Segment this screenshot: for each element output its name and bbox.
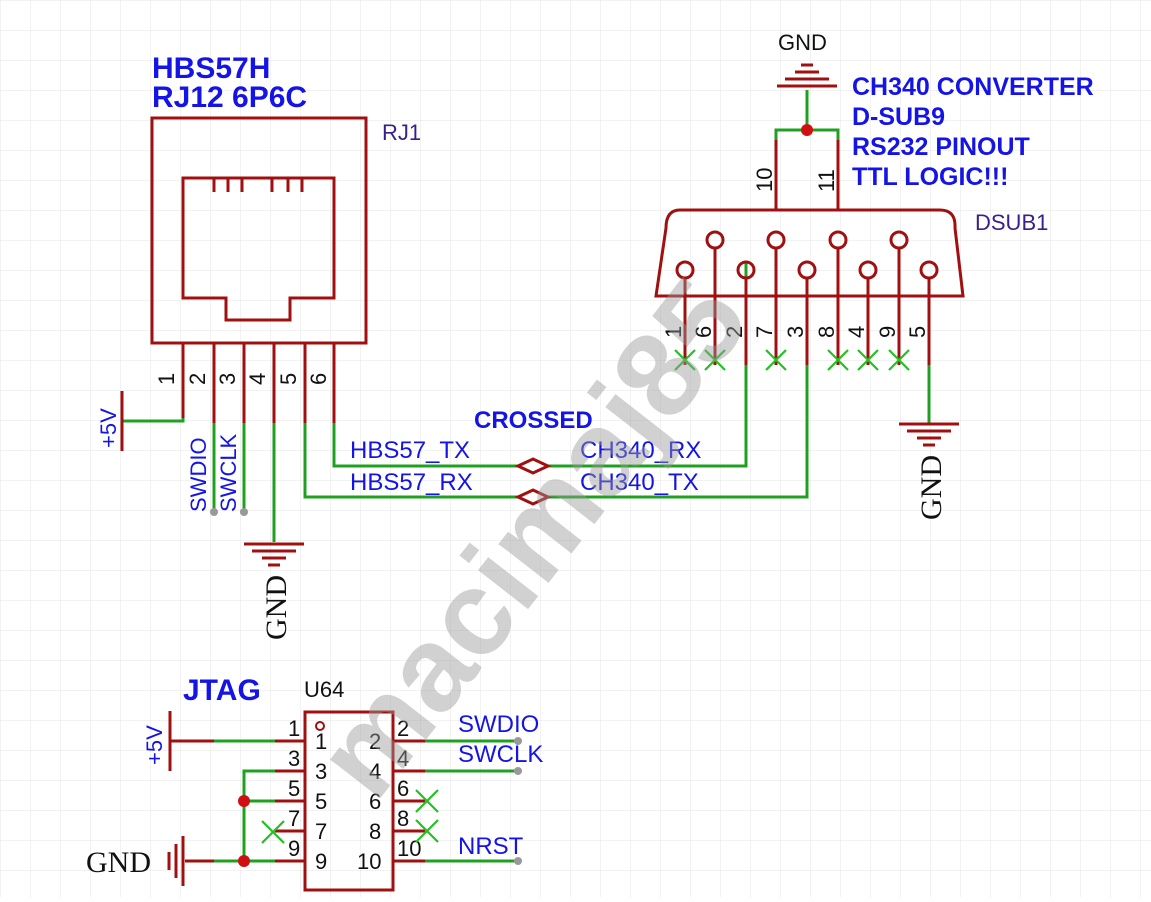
jtag-pin1-marker: [315, 721, 325, 731]
jtag-inner-pin-5: 5: [315, 789, 327, 814]
dsub-pin-9: 9: [875, 326, 900, 338]
rj12-title-line2: RJ12 6P6C: [152, 81, 307, 114]
dsub9-shell: [654, 208, 965, 298]
jtag-right-leads: [393, 739, 425, 863]
jtag-outer-pin-2: 2: [397, 716, 409, 741]
jtag-nrst-dot: [514, 857, 522, 865]
dsub-pin-1: 1: [661, 326, 686, 338]
jtag-inner-pin-2: 2: [369, 729, 381, 754]
hbs57-rx-label: HBS57_RX: [350, 469, 473, 496]
jtag-outer-pin-8: 8: [397, 806, 409, 831]
jtag-nc-marks: [261, 789, 439, 844]
swdio-label-jtag: SWDIO: [458, 711, 539, 738]
rj12-connector[interactable]: [150, 116, 368, 423]
wire-ch340-tx[interactable]: [548, 365, 809, 499]
gnd-label-dsub-top: GND: [778, 30, 827, 55]
dsub-pin-4: 4: [844, 326, 869, 338]
gnd-label-dsub-pin5: GND: [915, 455, 948, 520]
swdio-label-rj: SWDIO: [186, 437, 211, 512]
jtag-inner-pin-10: 10: [357, 849, 381, 874]
jtag-swclk-dot: [514, 767, 522, 775]
jtag-outer-pin-4: 4: [397, 746, 409, 771]
swdio-netlabel-dot: [210, 508, 218, 516]
rj12-socket-outline: [181, 176, 336, 322]
dsub-nc-marks: [674, 349, 910, 371]
rj12-pin-1: 1: [154, 373, 179, 385]
jtag-inner-pin-9: 9: [315, 849, 327, 874]
junction-jtag-5: [238, 795, 250, 807]
dsub-pin-10: 10: [752, 168, 777, 192]
jtag-inner-pin-1: 1: [315, 729, 327, 754]
dsub-ref: DSUB1: [975, 210, 1048, 235]
junction-dsub-shield: [801, 124, 813, 136]
dsub-shield-leads: [774, 140, 840, 210]
jtag-outer-pin-6: 6: [397, 776, 409, 801]
note-ch340-converter: CH340 CONVERTER: [852, 73, 1094, 101]
dsub-pin-7: 7: [752, 326, 777, 338]
vcc-label-jtag: +5V: [142, 725, 167, 765]
swclk-label-jtag: SWCLK: [458, 741, 543, 768]
dsub-pin-2: 2: [722, 326, 747, 338]
note-ttl-logic: TTL LOGIC!!!: [852, 163, 1008, 191]
rj12-title-line1: HBS57H: [152, 52, 270, 85]
crossing-marker-1: [514, 457, 552, 475]
dsub-pin-8: 8: [814, 326, 839, 338]
jtag-header[interactable]: [275, 710, 425, 892]
swclk-netlabel-dot: [240, 508, 248, 516]
vcc-label-rj: +5V: [96, 408, 121, 448]
rj12-body: [150, 116, 368, 345]
jtag-inner-pin-3: 3: [315, 759, 327, 784]
jtag-swdio-dot: [514, 737, 522, 745]
jtag-inner-pin-6: 6: [369, 789, 381, 814]
gnd-label-rj: GND: [260, 575, 293, 640]
wire-rj-vcc[interactable]: [122, 418, 185, 423]
hbs57-tx-label: HBS57_TX: [350, 437, 470, 464]
dsub-pin-5: 5: [905, 326, 930, 338]
jtag-outer-pin-7: 7: [288, 806, 300, 831]
dsub9-connector[interactable]: [654, 140, 965, 365]
rj12-contacts: [212, 178, 304, 192]
rj12-pin-5: 5: [276, 373, 301, 385]
rj12-pin-leads: [181, 343, 336, 423]
wire-hbs57-rx[interactable]: [303, 423, 518, 499]
note-dsub9: D-SUB9: [852, 103, 945, 131]
wire-hbs57-tx[interactable]: [332, 423, 518, 468]
crossing-marker-2: [514, 488, 552, 506]
swclk-label-rj: SWCLK: [216, 433, 241, 512]
jtag-left-leads: [275, 739, 305, 863]
nrst-label-jtag: NRST: [458, 833, 524, 860]
gnd-symbol-rj: [244, 542, 304, 567]
ch340-rx-label: CH340_RX: [580, 437, 701, 464]
gnd-symbol-dsub-top: [777, 63, 837, 88]
dsub-pin-leads: [683, 248, 931, 365]
gnd-symbol-jtag: [167, 836, 214, 886]
dsub-pin-6: 6: [691, 326, 716, 338]
gnd-symbol-dsub-pin5: [899, 422, 959, 447]
jtag-title: JTAG: [183, 674, 261, 707]
jtag-outer-pin-5: 5: [288, 776, 300, 801]
note-rs232-pinout: RS232 PINOUT: [852, 133, 1030, 161]
ch340-tx-label: CH340_TX: [580, 469, 699, 496]
dsub-pin-3: 3: [783, 326, 808, 338]
crossed-label: CROSSED: [474, 407, 593, 434]
gnd-label-jtag: GND: [86, 846, 151, 879]
jtag-outer-pin-3: 3: [288, 746, 300, 771]
jtag-outer-pin-9: 9: [288, 836, 300, 861]
rj12-pin-4: 4: [245, 373, 270, 385]
rj12-pin-2: 2: [185, 373, 210, 385]
jtag-inner-pin-7: 7: [315, 819, 327, 844]
dsub-pin-11: 11: [814, 169, 839, 192]
junction-jtag-9: [238, 855, 250, 867]
jtag-inner-pin-8: 8: [369, 819, 381, 844]
jtag-ref: U64: [304, 677, 344, 702]
rj12-pin-6: 6: [306, 373, 331, 385]
jtag-inner-pin-4: 4: [369, 759, 381, 784]
vcc-bar-jtag: [168, 711, 214, 771]
rj12-ref: RJ1: [382, 120, 421, 145]
rj12-pin-3: 3: [215, 373, 240, 385]
jtag-outer-pin-1: 1: [288, 716, 300, 741]
